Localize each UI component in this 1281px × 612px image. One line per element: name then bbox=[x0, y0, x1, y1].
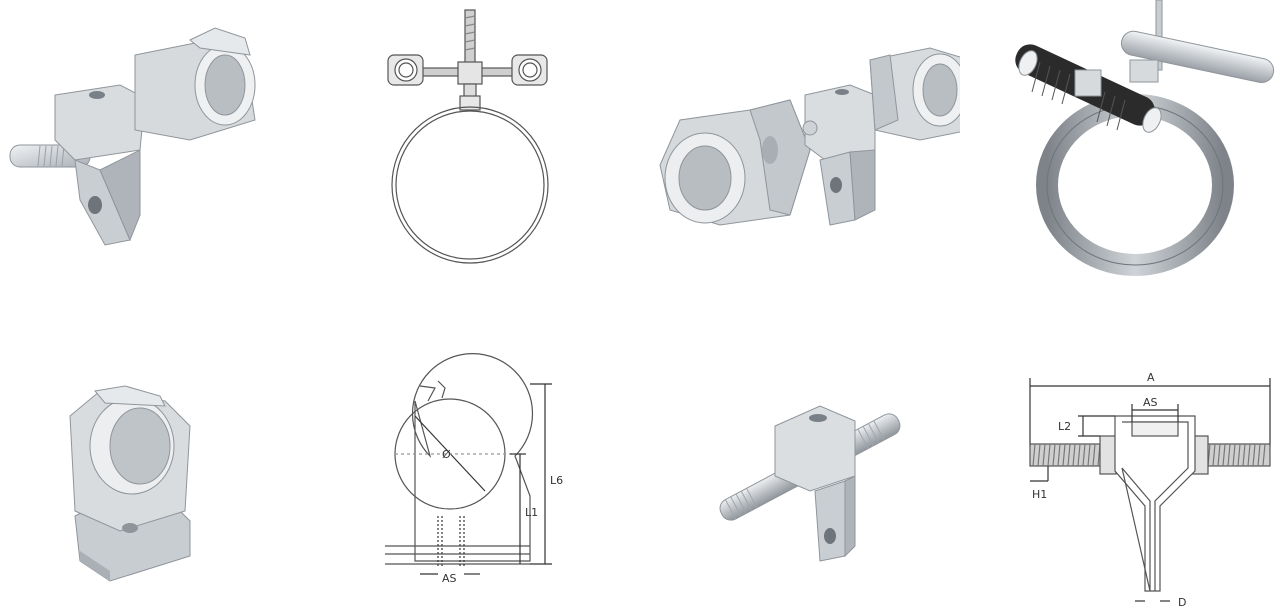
installed-ring-illustration bbox=[1015, 0, 1275, 276]
product-bracket-with-clip-image bbox=[0, 0, 320, 306]
clip-technical-drawing: Ø L6 L1 AS bbox=[320, 306, 640, 612]
bracket-body bbox=[54, 84, 146, 246]
right-clip bbox=[869, 47, 960, 141]
left-clip bbox=[387, 54, 424, 86]
left-threaded-rod bbox=[1029, 443, 1106, 467]
h1-label: H1 bbox=[1032, 488, 1047, 501]
pipe-clip bbox=[69, 385, 191, 582]
center-connector bbox=[457, 61, 483, 85]
pipe-ring-line-drawing bbox=[387, 9, 549, 264]
product-single-clip-image bbox=[0, 306, 320, 612]
center-bracket bbox=[802, 84, 876, 226]
d-label: D bbox=[1178, 596, 1186, 609]
threaded-bracket-illustration bbox=[719, 405, 901, 562]
bracket-body bbox=[774, 405, 856, 562]
pipe-clip bbox=[134, 27, 256, 141]
right-clip bbox=[511, 54, 548, 86]
single-clip-illustration bbox=[69, 385, 191, 582]
clip-dimension-drawing: Ø L6 L1 AS bbox=[385, 353, 563, 585]
pipe-ring bbox=[1036, 94, 1234, 276]
bracket-with-clip-illustration bbox=[9, 27, 256, 246]
double-clip-bracket-illustration bbox=[659, 47, 960, 226]
l1-label: L1 bbox=[525, 506, 538, 519]
adapter-dimension-drawing: A AS L2 H1 D bbox=[1029, 371, 1271, 609]
ring-clamp-head bbox=[459, 95, 481, 111]
left-large-clip bbox=[659, 99, 811, 226]
back-pipe bbox=[1120, 30, 1275, 84]
vertical-rod bbox=[1155, 0, 1163, 71]
left-nut bbox=[1099, 435, 1117, 475]
product-threaded-bracket-image bbox=[640, 306, 960, 612]
diameter-label: Ø bbox=[442, 448, 451, 461]
l6-label: L6 bbox=[550, 474, 563, 487]
clip-outline bbox=[411, 353, 534, 562]
right-threaded-rod bbox=[1199, 443, 1271, 467]
pipe-ring bbox=[391, 106, 549, 264]
product-pipe-ring-drawing bbox=[320, 0, 640, 306]
as-label: AS bbox=[442, 572, 457, 585]
as-label: AS bbox=[1143, 396, 1158, 409]
l2-label: L2 bbox=[1058, 420, 1071, 433]
a-label: A bbox=[1147, 371, 1155, 384]
product-installed-ring-image bbox=[960, 0, 1280, 306]
clip-right bbox=[1129, 59, 1159, 83]
clip-left bbox=[1074, 69, 1102, 97]
adapter-technical-drawing: A AS L2 H1 D bbox=[960, 306, 1280, 612]
product-double-clip-bracket-image bbox=[640, 0, 960, 306]
